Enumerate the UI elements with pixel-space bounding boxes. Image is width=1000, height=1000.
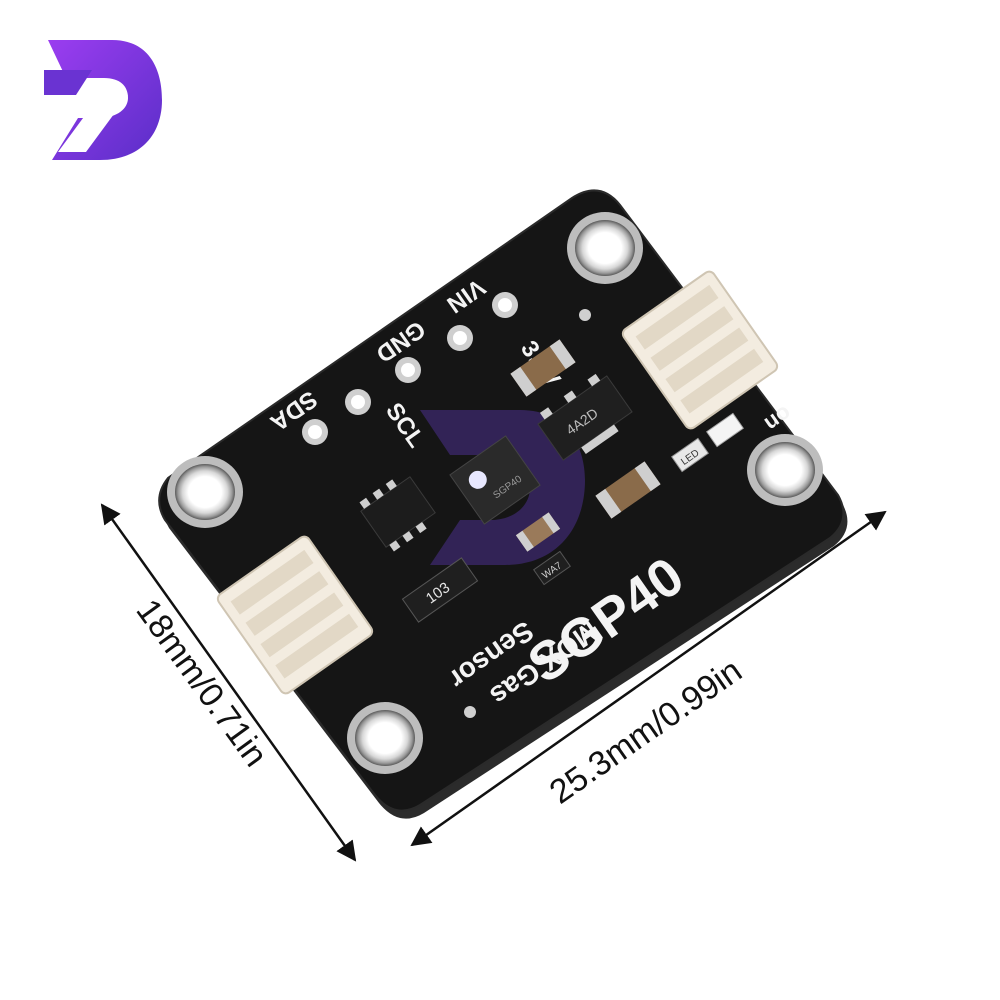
- mounting-hole-left: [167, 456, 243, 528]
- mounting-hole-top: [567, 212, 643, 284]
- capacitor-2: [595, 461, 661, 519]
- logic-chip: [359, 476, 436, 552]
- fiducial-mark: [464, 706, 476, 718]
- regulator-chip: 4A2D: [537, 373, 633, 461]
- mounting-hole-right: [747, 434, 823, 506]
- fiducial-mark-2: [579, 309, 591, 321]
- connector-right: [621, 270, 779, 430]
- connector-left: [216, 535, 374, 695]
- capacitor-1: [510, 339, 576, 397]
- power-led-lens: [706, 412, 744, 448]
- pin-holes: [302, 292, 518, 445]
- capacitor-3: [515, 512, 561, 552]
- brand-d-logo-icon: [44, 40, 162, 160]
- sensor-board: VIN 3.3V GND SCL SDA: [158, 189, 848, 819]
- mounting-hole-bottom: [347, 702, 423, 774]
- gas-sensor-chip: SGP40: [449, 435, 541, 525]
